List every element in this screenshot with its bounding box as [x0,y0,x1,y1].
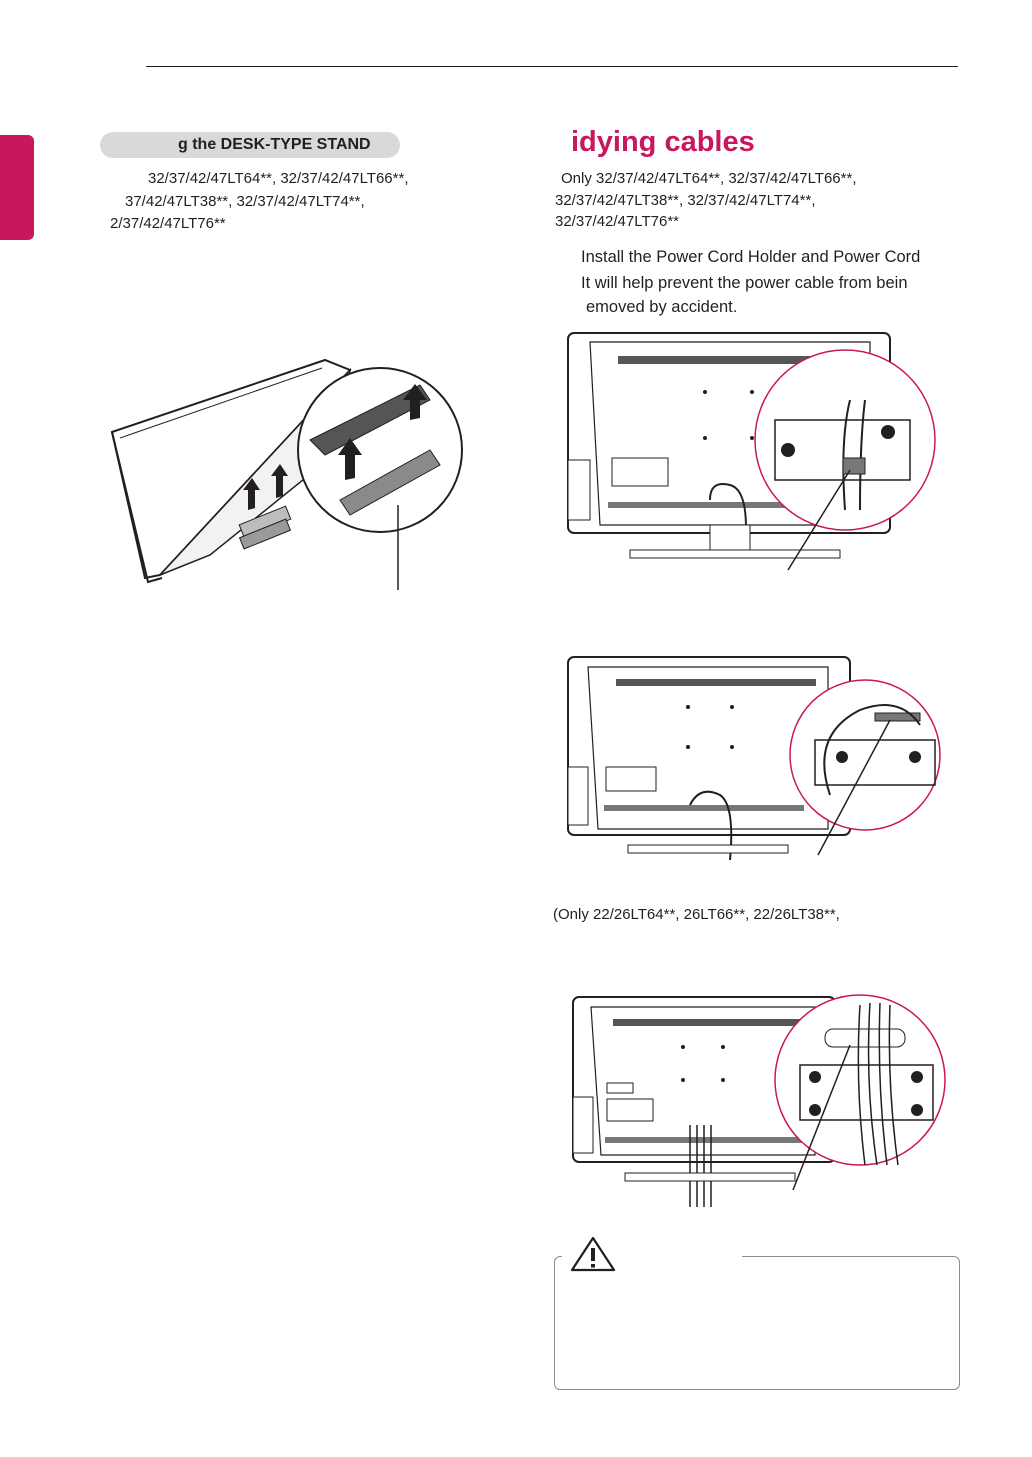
section-title: idying cables [571,126,755,158]
stand-detach-illustration [110,358,463,590]
left-model-line-1: 32/37/42/47LT64**, 32/37/42/47LT66**, [148,170,409,187]
right-model-line-2: 32/37/42/47LT38**, 32/37/42/47LT74**, [555,192,816,209]
language-side-tab [0,135,34,240]
second-model-line: (Only 22/26LT64**, 26LT66**, 22/26LT38**… [553,906,840,923]
header-rule [146,66,958,67]
left-model-line-3: 2/37/42/47LT76** [110,215,226,232]
right-model-line-3: 32/37/42/47LT76** [555,213,679,230]
tv-back-illustration-2 [567,656,941,861]
instruction-line-3: emoved by accident. [586,298,738,316]
instruction-line-2: It will help prevent the power cable fro… [581,274,908,292]
warning-triangle-icon [570,1236,616,1272]
section-header-pill [100,132,400,158]
section-header-label: g the DESK-TYPE STAND [178,136,371,153]
tv-back-illustration-1 [567,332,936,571]
caution-box [554,1256,960,1390]
right-model-line-1: Only 32/37/42/47LT64**, 32/37/42/47LT66*… [561,170,857,187]
instruction-line-1: Install the Power Cord Holder and Power … [581,248,921,266]
tv-back-illustration-3 [572,994,946,1207]
left-model-line-2: 37/42/47LT38**, 32/37/42/47LT74**, [125,193,365,210]
